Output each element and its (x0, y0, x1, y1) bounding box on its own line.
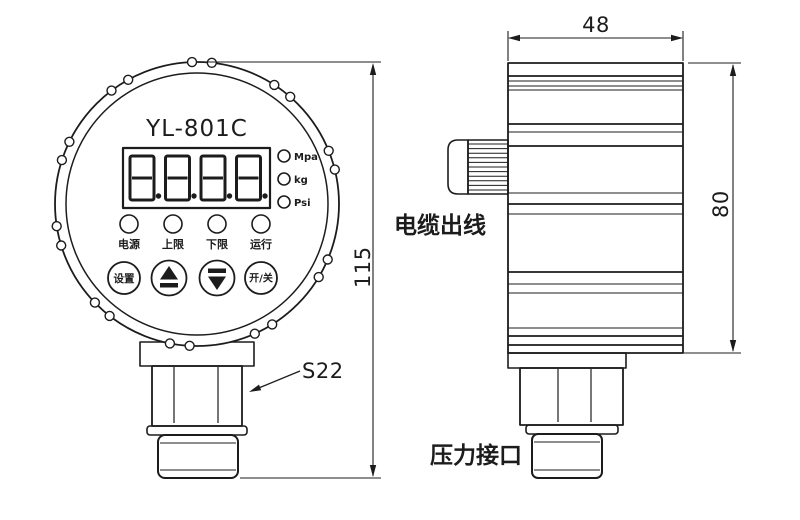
status-led-upper-icon (163, 214, 183, 234)
model-label: YL-801C (145, 116, 248, 142)
dim-48-arrow-right-icon (671, 34, 683, 42)
dim-80: 80 (630, 62, 741, 354)
dim-48-arrow-left-icon (508, 34, 520, 42)
cable-gland-cap (447, 139, 469, 195)
unit-label-mpa: Mpa (294, 152, 318, 163)
lcd-display (121, 146, 272, 210)
unit-led-mpa-icon (277, 149, 291, 163)
triangle-down-icon (208, 268, 226, 290)
dim-80-value: 80 (709, 190, 733, 218)
dim-115-arrow-up-icon (369, 63, 377, 75)
s22-label: S22 (302, 359, 344, 383)
status-led-run-icon (251, 214, 271, 234)
dim-48: 48 (507, 13, 684, 61)
unit-label-psi: Psi (294, 198, 311, 209)
dim-115: 115 (202, 61, 381, 479)
status-label-run: 运行 (250, 237, 272, 251)
dim-115-value: 115 (351, 246, 375, 288)
down-button (198, 259, 236, 297)
cable-outlet-label: 电缆出线 (394, 212, 486, 239)
side-thread-lip (525, 424, 619, 435)
dim-48-value: 48 (582, 13, 610, 37)
pressure-port-label: 压力接口 (430, 443, 522, 469)
set-button-label: 设置 (114, 272, 135, 285)
dim-80-arrow-up-icon (729, 64, 737, 76)
unit-led-kg-icon (277, 172, 291, 186)
set-button (107, 261, 141, 295)
front-view: YL-801C Mpa kg Psi 电源 上限 下限 运行 设置 (51, 56, 381, 479)
button-row: 设置 开/关 (107, 259, 278, 297)
front-thread-lip (146, 425, 248, 436)
status-label-upper: 上限 (162, 237, 184, 251)
status-label-power: 电源 (118, 237, 140, 251)
dim-115-arrow-down-icon (369, 465, 377, 477)
gauge-bezel-inner (65, 72, 329, 336)
side-flange (507, 352, 627, 369)
power-button-label: 开/关 (249, 272, 273, 285)
side-body (507, 62, 684, 354)
dim-80-arrow-down-icon (729, 340, 737, 352)
unit-indicators: Mpa kg Psi (277, 149, 318, 209)
status-led-power-icon (119, 214, 139, 234)
s22-leader-line (259, 370, 301, 389)
unit-label-kg: kg (294, 175, 308, 186)
power-button (244, 261, 278, 295)
s22-arrow-icon (249, 384, 262, 392)
front-hex-nut (151, 365, 243, 427)
status-led-lower-icon (207, 214, 227, 234)
status-indicators: 电源 上限 下限 运行 (118, 214, 272, 251)
gauge-knurl (51, 56, 340, 351)
status-label-lower: 下限 (206, 237, 228, 251)
cable-gland-rib-lines (468, 143, 508, 191)
side-grooves (508, 75, 683, 346)
lcd-digits (128, 154, 268, 202)
triangle-up-icon (160, 266, 178, 288)
side-pressure-port (531, 433, 603, 479)
up-button (150, 259, 188, 297)
front-pressure-port (157, 434, 239, 479)
side-view: 48 80 电缆出线 压力接口 (394, 13, 741, 479)
unit-led-psi-icon (277, 195, 291, 209)
s22-annotation: S22 (249, 359, 344, 392)
side-hex-nut (519, 367, 624, 426)
